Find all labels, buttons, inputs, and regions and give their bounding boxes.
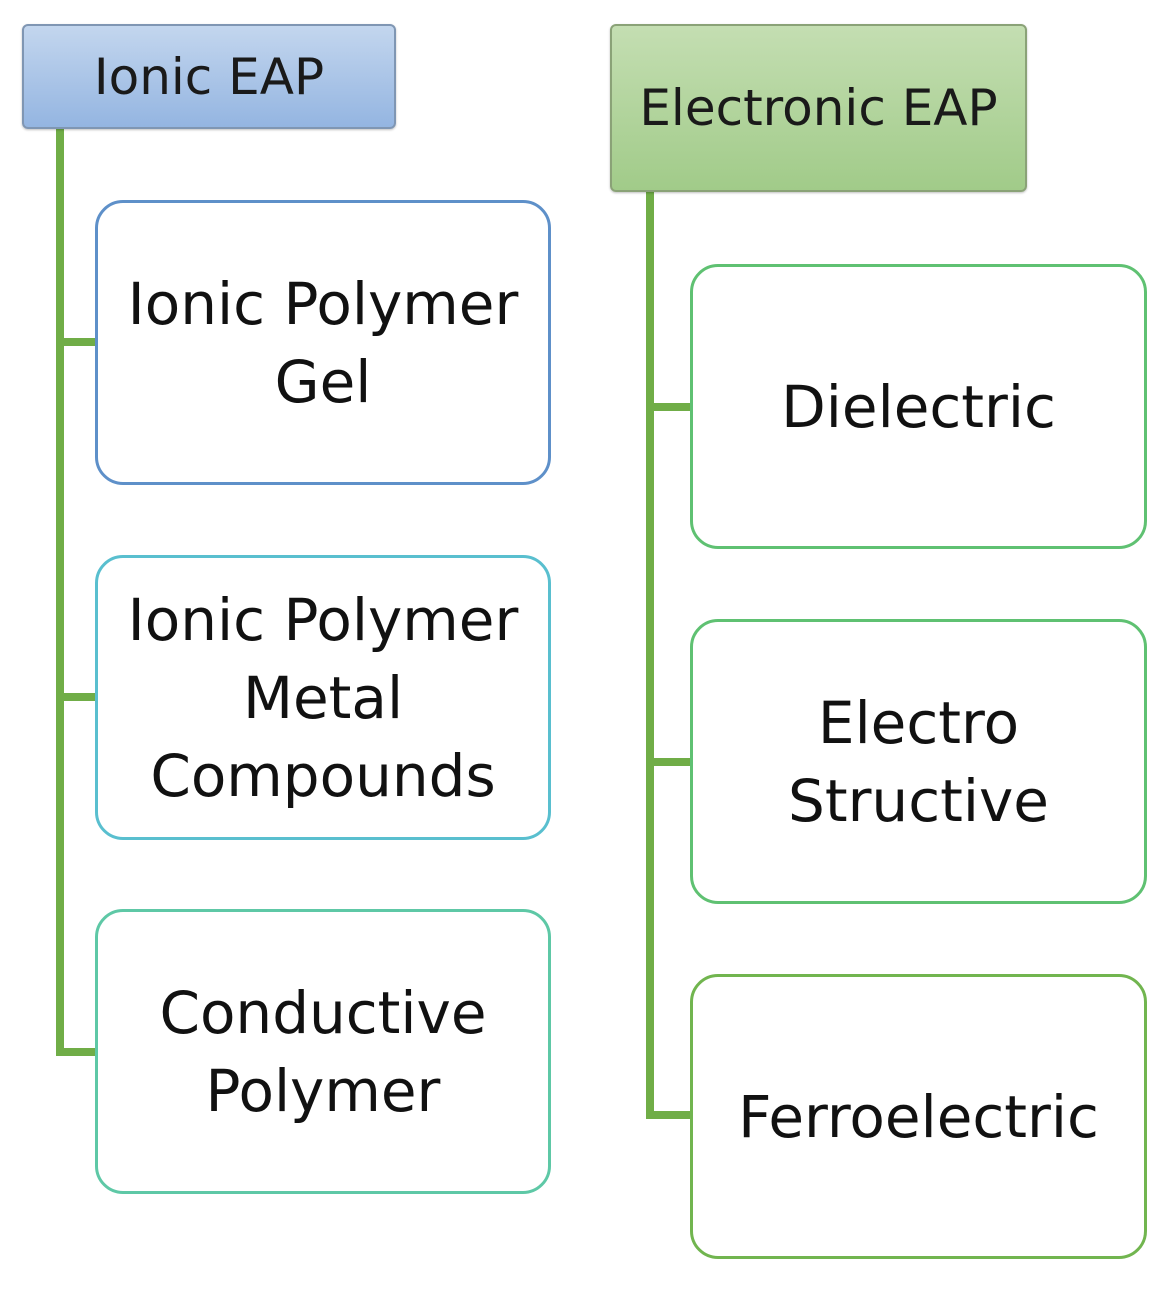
ionic-polymer-metal-compounds-label: Ionic Polymer Metal Compounds [127,585,519,810]
electro-structive-box: Electro Structive [690,619,1147,904]
electronic-eap-header-label: Electronic EAP [639,79,998,137]
ionic-eap-header: Ionic EAP [22,24,396,129]
electronic-eap-header: Electronic EAP [610,24,1027,192]
electro-structive-label: Electro Structive [788,688,1049,835]
conductive-polymer-box: Conductive Polymer [95,909,551,1194]
ionic-polymer-gel-label: Ionic Polymer Gel [127,269,519,416]
ferroelectric-label: Ferroelectric [738,1082,1099,1151]
ionic-polymer-metal-compounds-box: Ionic Polymer Metal Compounds [95,555,551,840]
ionic-polymer-gel-box: Ionic Polymer Gel [95,200,551,485]
dielectric-box: Dielectric [690,264,1147,549]
conductive-polymer-label: Conductive Polymer [159,978,487,1125]
ferroelectric-box: Ferroelectric [690,974,1147,1259]
dielectric-label: Dielectric [781,372,1056,441]
ionic-eap-header-label: Ionic EAP [93,47,325,106]
